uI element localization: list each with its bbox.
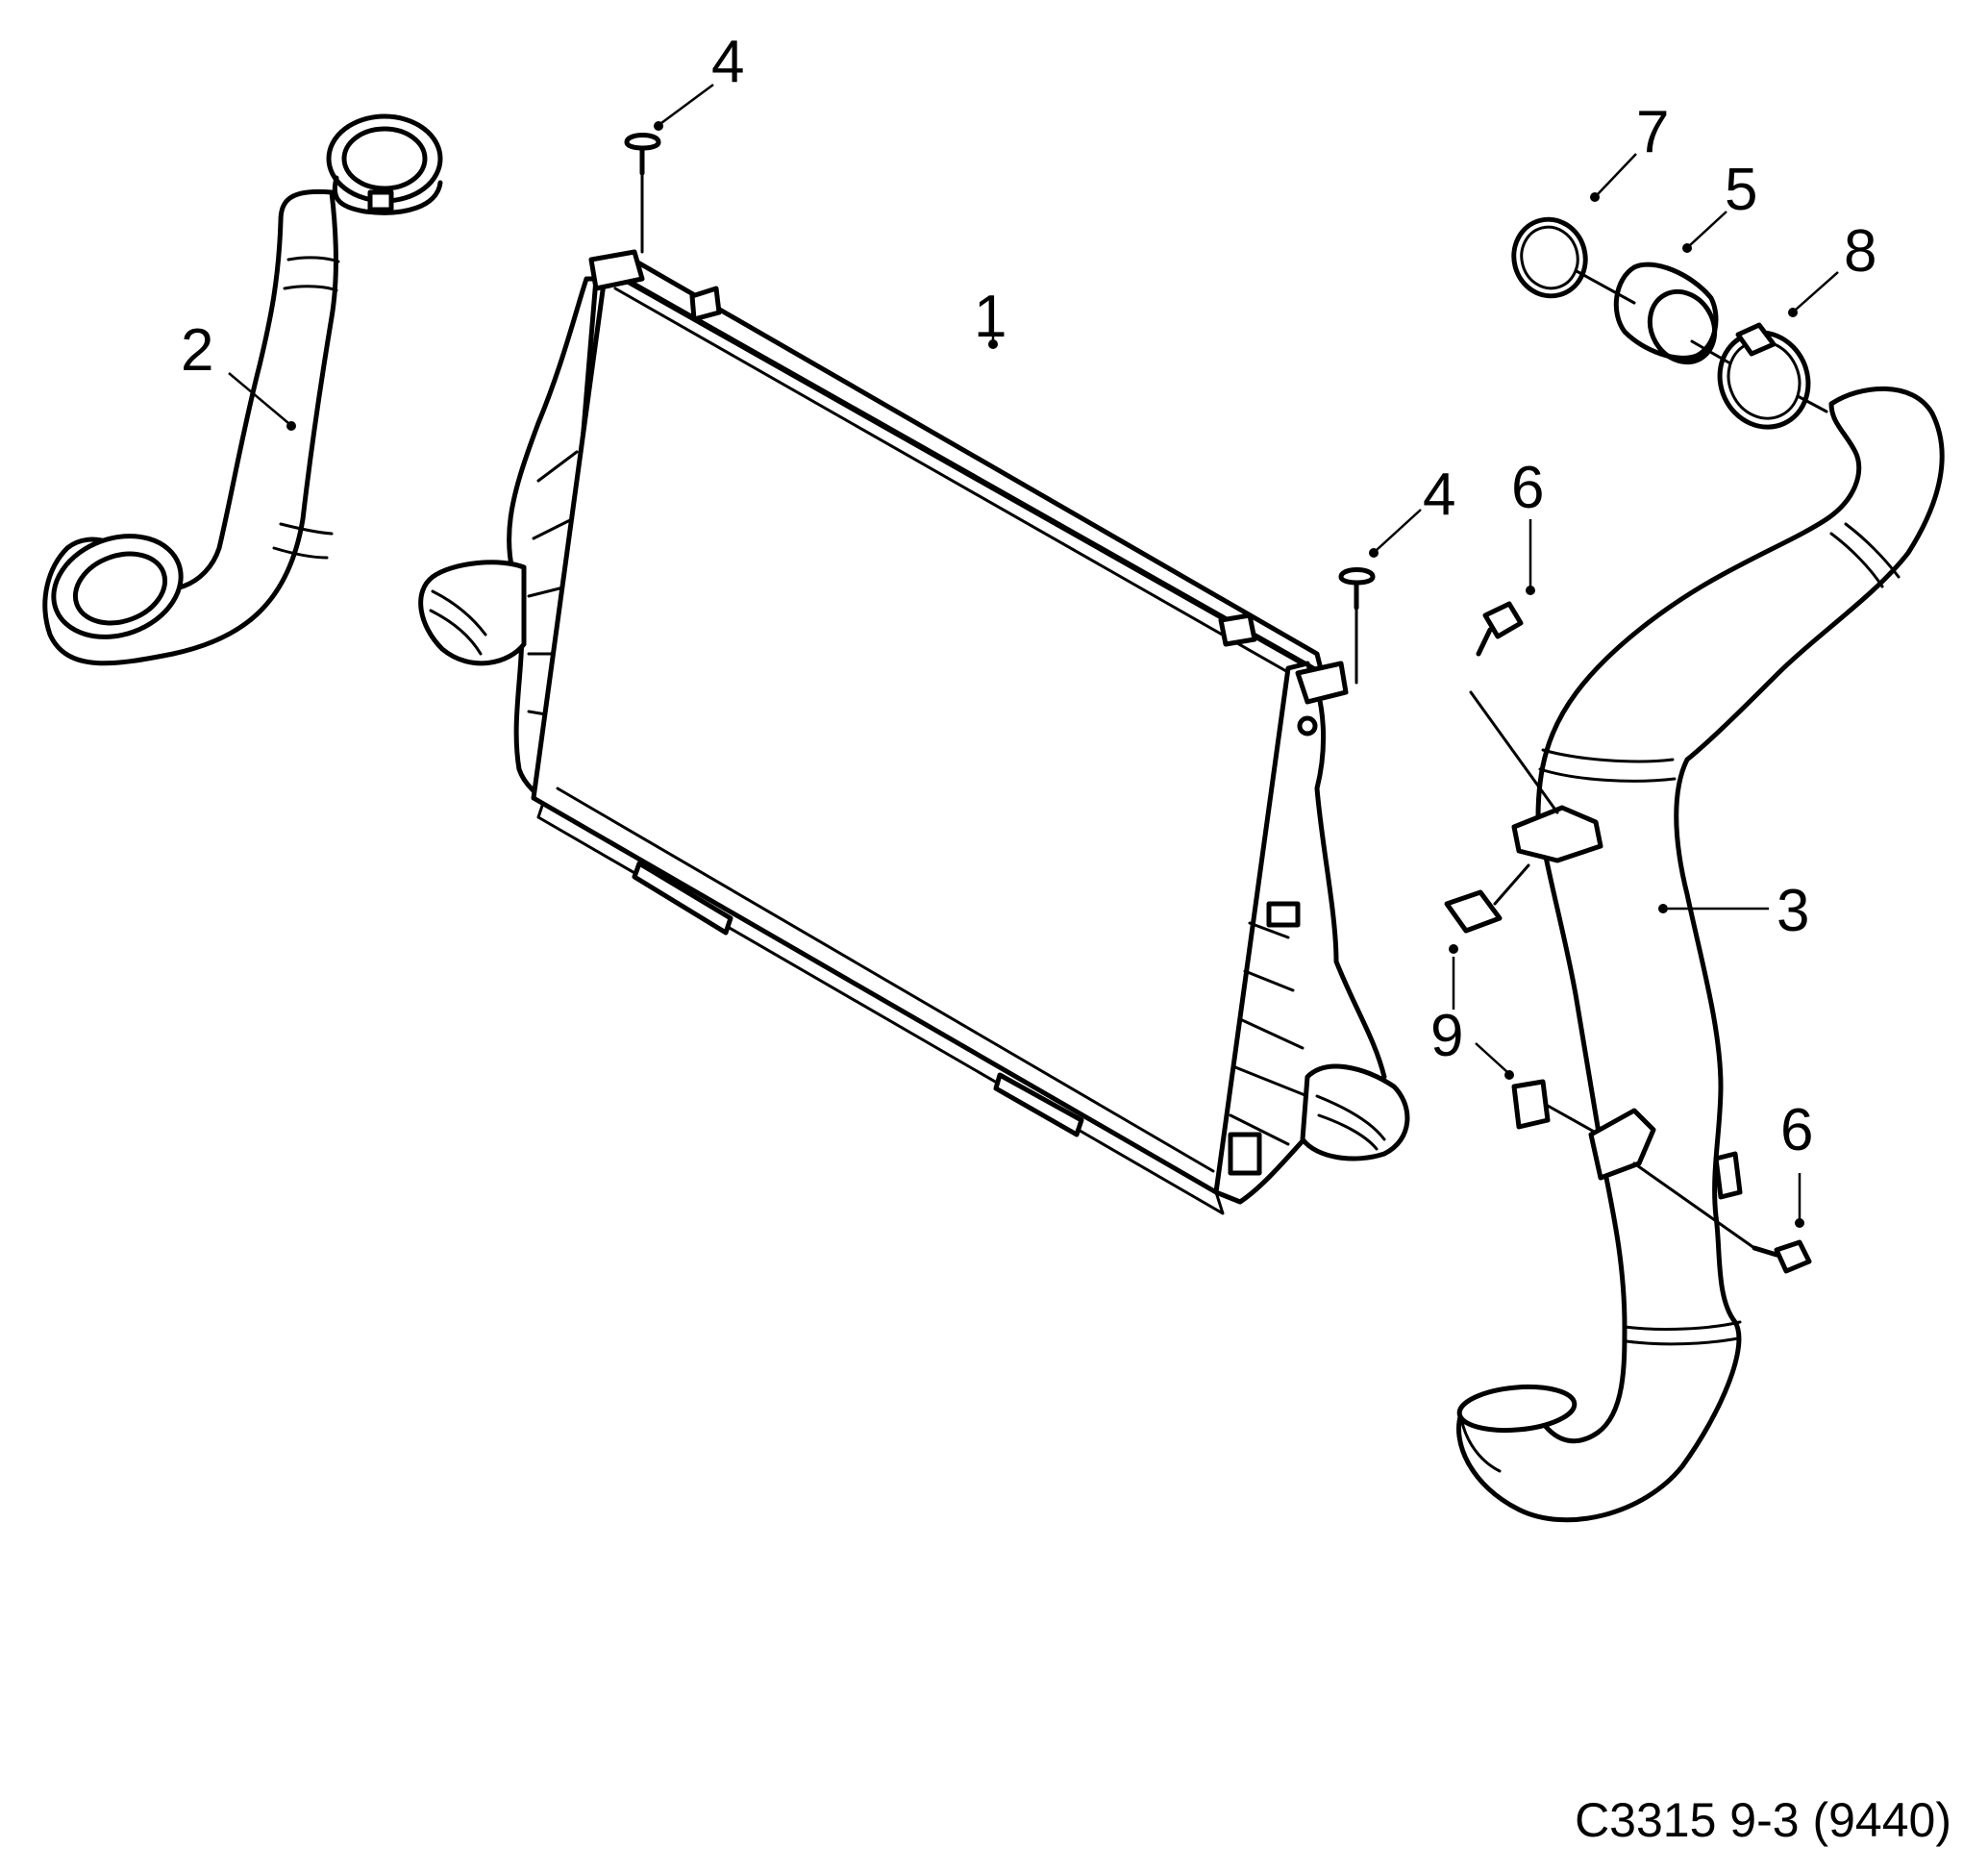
callout-4-upper: 4 [711, 29, 744, 95]
callout-3: 3 [1777, 878, 1809, 944]
callout-1: 1 [974, 284, 1006, 350]
callout-9: 9 [1430, 1003, 1463, 1069]
callout-2: 2 [181, 317, 213, 384]
intercooler-part-1 [418, 249, 1410, 1215]
callout-7: 7 [1636, 99, 1669, 165]
hose-clamp-part-8 [1717, 322, 1811, 430]
hose-left-part-2 [42, 113, 443, 666]
bolt-lower-part-6 [1632, 1161, 1812, 1274]
diagram-caption: C3315 9-3 (9440) [1575, 1793, 1951, 1847]
callout-8: 8 [1844, 218, 1876, 285]
callout-5: 5 [1725, 157, 1757, 223]
callout-6-lower: 6 [1780, 1097, 1813, 1163]
callout-4-lower: 4 [1423, 462, 1455, 528]
hose-right-part-3 [1456, 386, 1945, 1523]
o-ring-part-7 [1511, 216, 1588, 299]
callout-6-upper: 6 [1511, 455, 1544, 521]
clip-lower-part-9 [1511, 1079, 1598, 1135]
bolt-upper-part-6 [1469, 601, 1559, 814]
connector-part-5 [1613, 262, 1719, 365]
callout-leaders [228, 83, 1839, 1228]
bolt-lower-part-4 [1338, 567, 1376, 685]
clip-upper-part-9 [1444, 863, 1530, 934]
callout-labels: 1 2 3 4 4 5 6 6 7 8 9 [181, 29, 1876, 1163]
bolt-upper-part-4 [624, 133, 661, 254]
